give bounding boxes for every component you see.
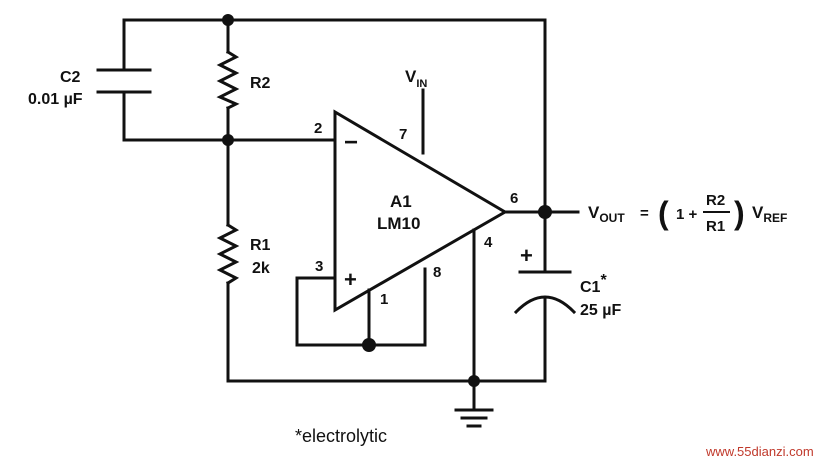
pin-8-label: 8 — [433, 264, 441, 281]
c1-plus-sign: + — [520, 243, 533, 268]
wire-top — [122, 18, 547, 214]
junction-dot — [538, 205, 552, 219]
wire-r1-bottom — [226, 281, 547, 383]
ground-symbol — [454, 408, 494, 428]
capacitor-c1 — [513, 270, 577, 315]
right-paren: ) — [734, 195, 745, 231]
vout-label: VOUT — [588, 203, 625, 225]
pin-7-label: 7 — [399, 126, 407, 143]
c1-value-label: 25 µF — [580, 302, 621, 319]
wire-c2-left — [122, 18, 337, 142]
resistor-r2 — [216, 49, 240, 111]
pin-3-label: 3 — [315, 258, 323, 275]
c1-ref-label: C1* — [580, 272, 607, 296]
footnote-electrolytic: *electrolytic — [295, 426, 387, 446]
vref-label: VREF — [752, 203, 787, 225]
junction-dot — [222, 134, 234, 146]
pin-1-label: 1 — [380, 291, 388, 308]
c2-value-label: 0.01 µF — [28, 91, 83, 108]
fraction-numerator: R2 — [706, 192, 725, 209]
vin-label: VIN — [405, 67, 427, 90]
opamp-ref-label: A1 — [390, 192, 412, 211]
pin-6-label: 6 — [510, 190, 518, 207]
r1-ref-label: R1 — [250, 237, 271, 254]
resistor-r1 — [216, 222, 240, 286]
opamp-plus-sign: + — [344, 267, 357, 292]
output-equation: VOUT = ( 1 + R2 R1 ) VREF — [588, 192, 787, 235]
pin-2-label: 2 — [314, 120, 322, 137]
left-paren: ( — [658, 195, 669, 231]
r2-ref-label: R2 — [250, 75, 271, 92]
equals-sign: = — [640, 205, 649, 222]
opamp-minus-sign: − — [344, 129, 358, 156]
pin-4-label: 4 — [484, 234, 493, 251]
junction-dot — [468, 375, 480, 387]
one-plus: 1 + — [676, 206, 698, 223]
junction-dot — [222, 14, 234, 26]
wires — [122, 18, 580, 412]
opamp-triangle — [333, 109, 508, 313]
capacitor-c2 — [96, 68, 152, 94]
r1-value-label: 2k — [252, 260, 270, 277]
junction-dots — [222, 14, 552, 387]
watermark: www.55dianzi.com — [705, 444, 814, 459]
junction-dot — [362, 338, 376, 352]
c2-ref-label: C2 — [60, 69, 81, 86]
wire-pin3-loop — [295, 267, 427, 347]
fraction-denominator: R1 — [706, 218, 725, 235]
opamp-part-label: LM10 — [377, 214, 420, 233]
